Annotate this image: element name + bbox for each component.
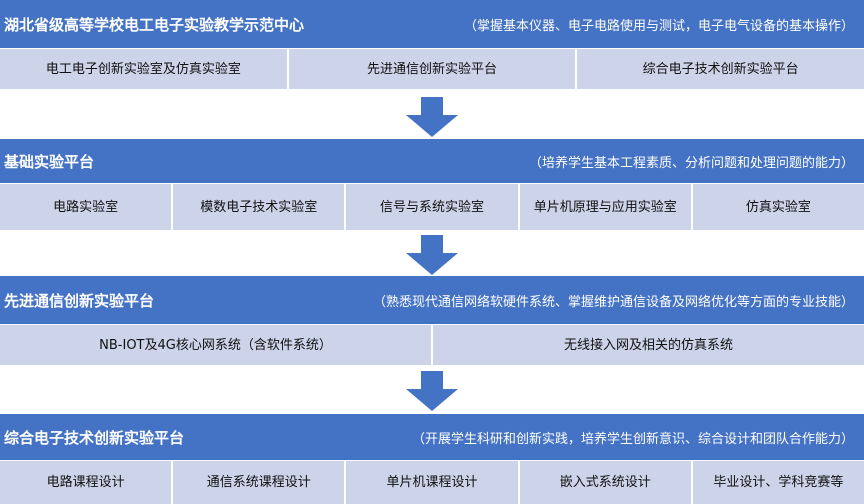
elec-item-mcu-design: 单片机课程设计 xyxy=(346,461,520,504)
comm-platform-row: NB-IOT及4G核心网系统（含软件系统） 无线接入网及相关的仿真系统 xyxy=(0,325,864,365)
basic-item-analog-digital-lab: 模数电子技术实验室 xyxy=(173,184,347,230)
center-item-comm: 先进通信创新实验平台 xyxy=(289,49,578,89)
elec-platform-title: 综合电子技术创新实验平台 xyxy=(4,428,185,447)
comm-platform-title: 先进通信创新实验平台 xyxy=(4,291,155,310)
down-arrow-icon xyxy=(406,97,458,137)
elec-item-comm-design: 通信系统课程设计 xyxy=(173,461,347,504)
center-item-elec: 综合电子技术创新实验平台 xyxy=(642,61,799,77)
center-item-lab: 电工电子创新实验室及仿真实验室 xyxy=(0,49,289,89)
basic-platform-header: 基础实验平台 （培养学生基本工程素质、分析问题和处理问题的能力） xyxy=(0,139,864,183)
basic-item-mcu-lab: 单片机原理与应用实验室 xyxy=(520,184,693,230)
elec-item-circuit-design: 电路课程设计 xyxy=(0,461,174,504)
comm-platform-header: 先进通信创新实验平台 （熟悉现代通信网络软硬件系统、掌握维护通信设备及网络优化等… xyxy=(0,276,864,324)
down-arrow-icon xyxy=(406,235,458,275)
center-title: 湖北省级高等学校电工电子实验教学示范中心 xyxy=(4,15,305,34)
basic-platform-description: （培养学生基本工程素质、分析问题和处理问题的能力） xyxy=(528,155,854,171)
basic-item-simulation-lab: 仿真实验室 xyxy=(745,199,811,215)
elec-item-graduation-competition: 毕业设计、学科竞赛等 xyxy=(713,475,844,490)
basic-platform-title: 基础实验平台 xyxy=(4,152,95,171)
basic-platform-row: 电路实验室 模数电子技术实验室 信号与系统实验室 单片机原理与应用实验室 仿真实… xyxy=(0,184,864,230)
center-items-row: 电工电子创新实验室及仿真实验室 先进通信创新实验平台 综合电子技术创新实验平台 xyxy=(0,49,864,89)
elec-item-embedded-design: 嵌入式系统设计 xyxy=(520,461,693,504)
elec-platform-header: 综合电子技术创新实验平台 （开展学生科研和创新实践，培养学生创新意识、综合设计和… xyxy=(0,414,864,460)
basic-item-signal-lab: 信号与系统实验室 xyxy=(346,184,520,230)
basic-item-circuit-lab: 电路实验室 xyxy=(0,184,174,230)
comm-item-radio-access: 无线接入网及相关的仿真系统 xyxy=(563,337,733,353)
down-arrow-icon xyxy=(406,371,458,411)
center-header: 湖北省级高等学校电工电子实验教学示范中心 （掌握基本仪器、电子电路使用与测试，电… xyxy=(0,0,864,48)
elec-platform-row: 电路课程设计 通信系统课程设计 单片机课程设计 嵌入式系统设计 毕业设计、学科竞… xyxy=(0,461,864,504)
comm-platform-description: （熟悉现代通信网络软硬件系统、掌握维护通信设备及网络优化等方面的专业技能） xyxy=(372,294,854,310)
elec-platform-description: （开展学生科研和创新实践，培养学生创新意识、综合设计和团队合作能力） xyxy=(411,431,854,447)
comm-item-core-network: NB-IOT及4G核心网系统（含软件系统） xyxy=(0,325,433,365)
center-description: （掌握基本仪器、电子电路使用与测试，电子电气设备的基本操作） xyxy=(463,18,854,34)
